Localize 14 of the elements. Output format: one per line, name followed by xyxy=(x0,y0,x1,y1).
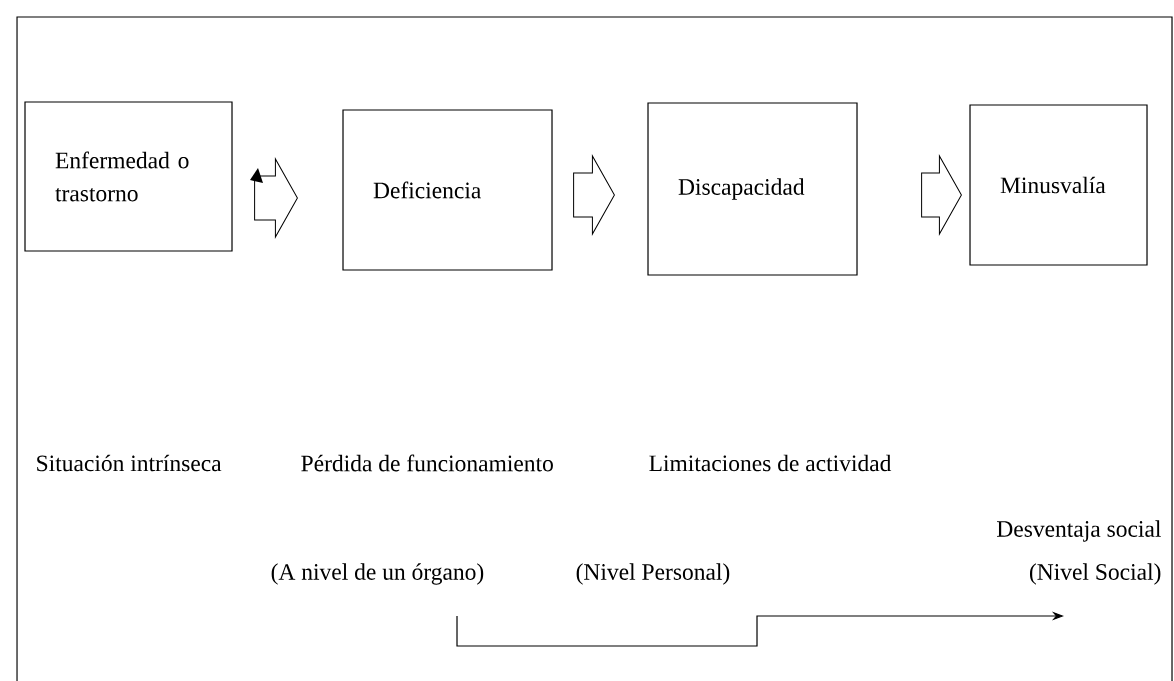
caption-text: Desventaja social xyxy=(997,520,1161,542)
block-arrow xyxy=(573,155,615,235)
caption-text: (A nivel de un órgano) xyxy=(271,563,484,585)
caption-text: Limitaciones de actividad xyxy=(649,454,892,472)
caption-text: Pérdida de funcionamiento xyxy=(301,454,553,472)
process-box: Deficiencia xyxy=(342,109,553,271)
block-arrow xyxy=(921,155,962,235)
process-box: Enfermedad o trastorno xyxy=(24,101,233,252)
caption-text: (Nivel Personal) xyxy=(576,563,730,585)
block-arrow xyxy=(254,158,298,238)
process-box: Discapacidad xyxy=(647,102,858,276)
process-box: Minusvalía xyxy=(969,104,1148,266)
caption-text: Situación intrínseca xyxy=(37,454,222,472)
caption-text: (Nivel Social) xyxy=(1029,563,1161,585)
